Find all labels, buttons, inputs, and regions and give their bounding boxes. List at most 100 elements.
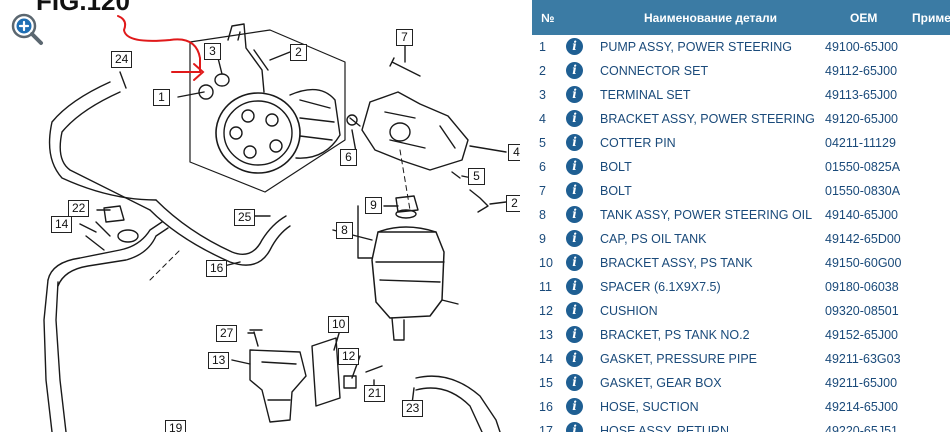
callout-10[interactable]: 10 — [328, 316, 350, 333]
part-name-link[interactable]: PUMP ASSY, POWER STEERING — [600, 40, 792, 54]
zoom-button[interactable] — [10, 12, 44, 46]
callout-6[interactable]: 6 — [340, 149, 357, 166]
callout-4[interactable]: 4 — [508, 144, 520, 161]
part-name-link[interactable]: CONNECTOR SET — [600, 64, 709, 78]
part-name-link[interactable]: TANK ASSY, POWER STEERING OIL — [600, 208, 813, 222]
callout-9[interactable]: 9 — [365, 197, 382, 214]
table-row[interactable]: 10 i BRACKET ASSY, PS TANK 49150-60G00 — [532, 251, 950, 275]
part-name-link[interactable]: SPACER (6.1X9X7.5) — [600, 280, 721, 294]
oem-number: 01550-0830A — [825, 184, 901, 198]
part-name-link[interactable]: BOLT — [600, 184, 632, 198]
part-name-link[interactable]: CAP, PS OIL TANK — [600, 232, 707, 246]
oem-number: 49211-65J00 — [825, 376, 898, 390]
part-number: 17 — [539, 424, 553, 432]
info-icon[interactable]: i — [566, 374, 583, 391]
part-name-link[interactable]: GASKET, GEAR BOX — [600, 376, 722, 390]
callout-21[interactable]: 21 — [364, 385, 386, 402]
oem-number: 49142-65D00 — [825, 232, 901, 246]
part-number: 4 — [539, 112, 546, 126]
info-icon[interactable]: i — [566, 158, 583, 175]
info-icon[interactable]: i — [566, 110, 583, 127]
parts-diagram: FIG.120 24 1 3 2 7 6 5 4 2 9 8 22 14 25 … — [10, 0, 520, 432]
info-icon[interactable]: i — [566, 254, 583, 271]
part-name-link[interactable]: HOSE, SUCTION — [600, 400, 699, 414]
part-name-link[interactable]: CUSHION — [600, 304, 658, 318]
info-icon[interactable]: i — [566, 278, 583, 295]
zoom-in-icon — [11, 13, 43, 45]
callout-5[interactable]: 5 — [468, 168, 485, 185]
part-number: 16 — [539, 400, 553, 414]
callout-7[interactable]: 7 — [396, 29, 413, 46]
callout-19[interactable]: 19 — [165, 420, 187, 432]
info-icon[interactable]: i — [566, 326, 583, 343]
callout-27[interactable]: 27 — [216, 325, 238, 342]
oem-number: 49120-65J00 — [825, 112, 898, 126]
part-name-link[interactable]: GASKET, PRESSURE PIPE — [600, 352, 757, 366]
part-number: 10 — [539, 256, 553, 270]
callout-2b[interactable]: 2 — [506, 195, 520, 212]
table-row[interactable]: 12 i CUSHION 09320-08501 — [532, 299, 950, 323]
table-row[interactable]: 9 i CAP, PS OIL TANK 49142-65D00 — [532, 227, 950, 251]
callout-3[interactable]: 3 — [204, 43, 221, 60]
oem-number: 49150-60G00 — [825, 256, 902, 270]
column-header-name[interactable]: Наименование детали — [644, 11, 778, 25]
info-icon[interactable]: i — [566, 86, 583, 103]
table-row[interactable]: 4 i BRACKET ASSY, POWER STEERING 49120-65J0… — [532, 107, 950, 131]
callout-24[interactable]: 24 — [111, 51, 133, 68]
part-number: 3 — [539, 88, 546, 102]
info-icon[interactable]: i — [566, 302, 583, 319]
callout-13[interactable]: 13 — [208, 352, 230, 369]
part-name-link[interactable]: COTTER PIN — [600, 136, 676, 150]
info-icon[interactable]: i — [566, 134, 583, 151]
part-name-link[interactable]: BOLT — [600, 160, 632, 174]
info-icon[interactable]: i — [566, 38, 583, 55]
oem-number: 09320-08501 — [825, 304, 899, 318]
part-number: 14 — [539, 352, 553, 366]
part-name-link[interactable]: BRACKET ASSY, POWER STEERING — [600, 112, 815, 126]
info-icon[interactable]: i — [566, 230, 583, 247]
part-number: 5 — [539, 136, 546, 150]
callout-16[interactable]: 16 — [206, 260, 228, 277]
callout-23[interactable]: 23 — [402, 400, 424, 417]
callout-14[interactable]: 14 — [51, 216, 73, 233]
oem-number: 49152-65J00 — [825, 328, 898, 342]
info-icon[interactable]: i — [566, 206, 583, 223]
part-number: 9 — [539, 232, 546, 246]
info-icon[interactable]: i — [566, 350, 583, 367]
info-icon[interactable]: i — [566, 182, 583, 199]
callout-22[interactable]: 22 — [68, 200, 90, 217]
part-name-link[interactable]: BRACKET ASSY, PS TANK — [600, 256, 753, 270]
info-icon[interactable]: i — [566, 398, 583, 415]
oem-number: 49100-65J00 — [825, 40, 898, 54]
oem-number: 49140-65J00 — [825, 208, 898, 222]
info-icon[interactable]: i — [566, 62, 583, 79]
column-header-oem[interactable]: OEM — [850, 11, 878, 25]
callout-2[interactable]: 2 — [290, 44, 307, 61]
callout-1[interactable]: 1 — [153, 89, 170, 106]
part-name-link[interactable]: TERMINAL SET — [600, 88, 691, 102]
part-name-link[interactable]: BRACKET, PS TANK NO.2 — [600, 328, 750, 342]
info-icon[interactable]: i — [566, 422, 583, 432]
part-number: 12 — [539, 304, 553, 318]
oem-number: 09180-06038 — [825, 280, 899, 294]
callout-25[interactable]: 25 — [234, 209, 256, 226]
part-name-link[interactable]: HOSE ASSY, RETURN — [600, 424, 729, 432]
oem-number: 01550-0825A — [825, 160, 901, 174]
callout-12[interactable]: 12 — [338, 348, 360, 365]
callout-8[interactable]: 8 — [336, 222, 353, 239]
